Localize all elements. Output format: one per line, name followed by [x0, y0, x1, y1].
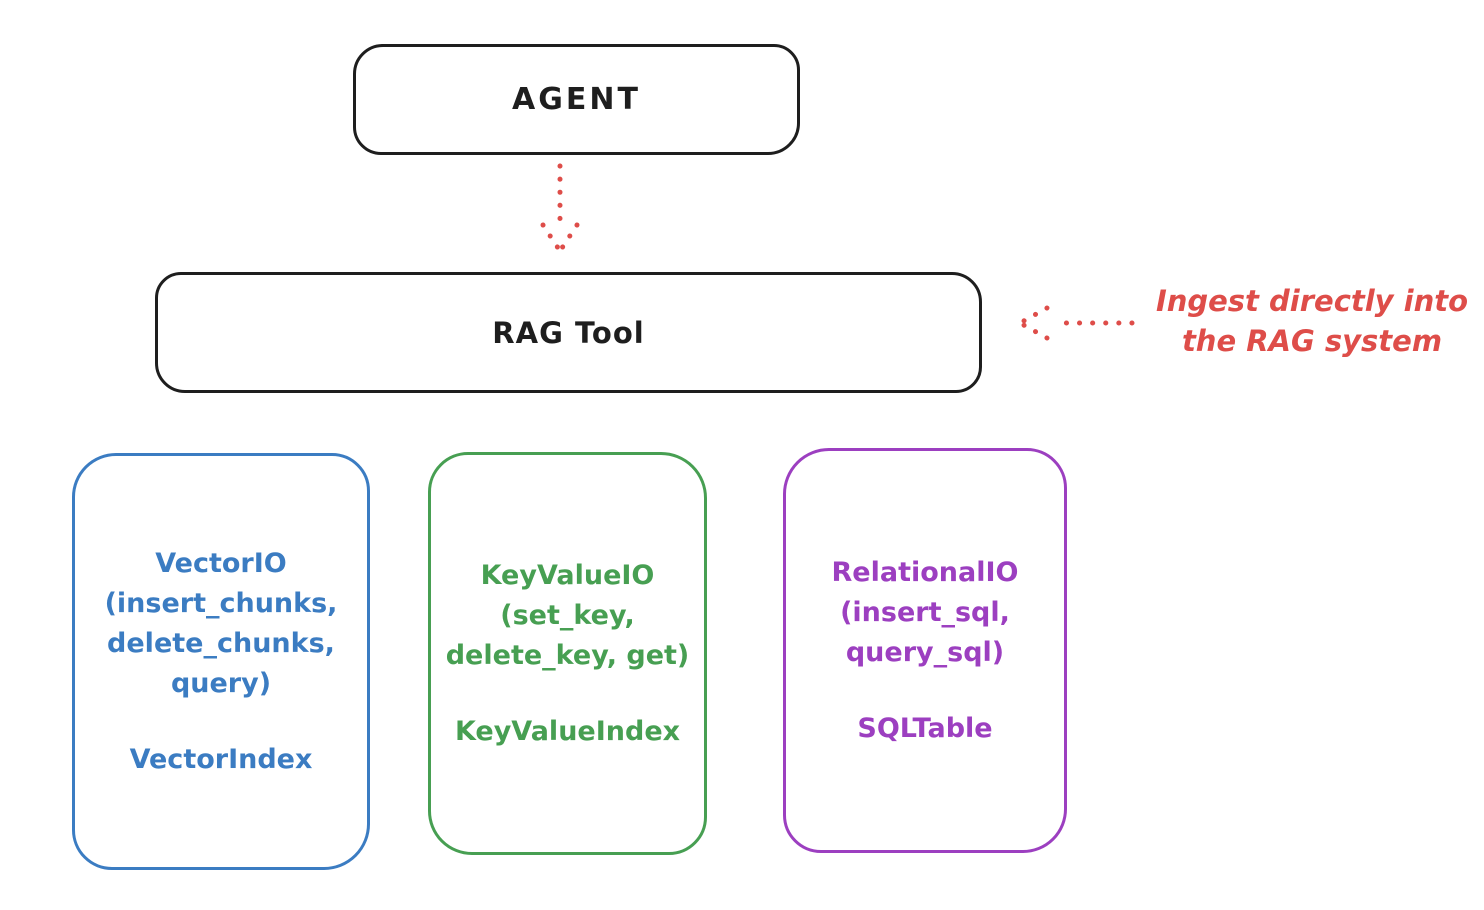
dotted-arrow-left-icon	[1017, 305, 1135, 341]
relational-io-signature: RelationalIO (insert_sql, query_sql)	[832, 553, 1019, 673]
vector-io-line: (insert_chunks,	[104, 587, 338, 619]
relational-io-node: RelationalIO (insert_sql, query_sql) SQL…	[783, 448, 1067, 853]
ingest-annotation-line1: Ingest directly into	[1155, 284, 1469, 318]
key-value-io-line: delete_key, get)	[445, 639, 690, 671]
relational-io-line: RelationalIO	[831, 556, 1019, 588]
key-value-io-line: KeyValueIO	[480, 559, 655, 591]
vector-index-label: VectorIndex	[129, 743, 313, 775]
agent-label: AGENT	[512, 82, 641, 117]
ingest-annotation-line2: the RAG system	[1181, 324, 1443, 358]
key-value-io-node: KeyValueIO (set_key, delete_key, get) Ke…	[428, 452, 707, 855]
key-value-io-line: (set_key,	[500, 599, 635, 631]
agent-node: AGENT	[353, 44, 800, 155]
key-value-index-label: KeyValueIndex	[454, 715, 681, 747]
vector-io-signature: VectorIO (insert_chunks, delete_chunks, …	[105, 544, 338, 704]
ingest-annotation: Ingest directly into the RAG system	[1140, 281, 1484, 361]
dotted-arrow-down-icon	[540, 163, 580, 254]
key-value-io-signature: KeyValueIO (set_key, delete_key, get)	[446, 556, 690, 676]
vector-io-line: query)	[170, 667, 272, 699]
vector-io-line: delete_chunks,	[107, 627, 335, 659]
vector-io-node: VectorIO (insert_chunks, delete_chunks, …	[72, 453, 370, 870]
vector-io-line: VectorIO	[155, 547, 287, 579]
relational-io-line: (insert_sql,	[840, 596, 1010, 628]
sql-table-label: SQLTable	[857, 712, 993, 744]
relational-io-line: query_sql)	[845, 636, 1005, 668]
rag-tool-node: RAG Tool	[155, 272, 982, 393]
rag-tool-label: RAG Tool	[492, 315, 645, 350]
